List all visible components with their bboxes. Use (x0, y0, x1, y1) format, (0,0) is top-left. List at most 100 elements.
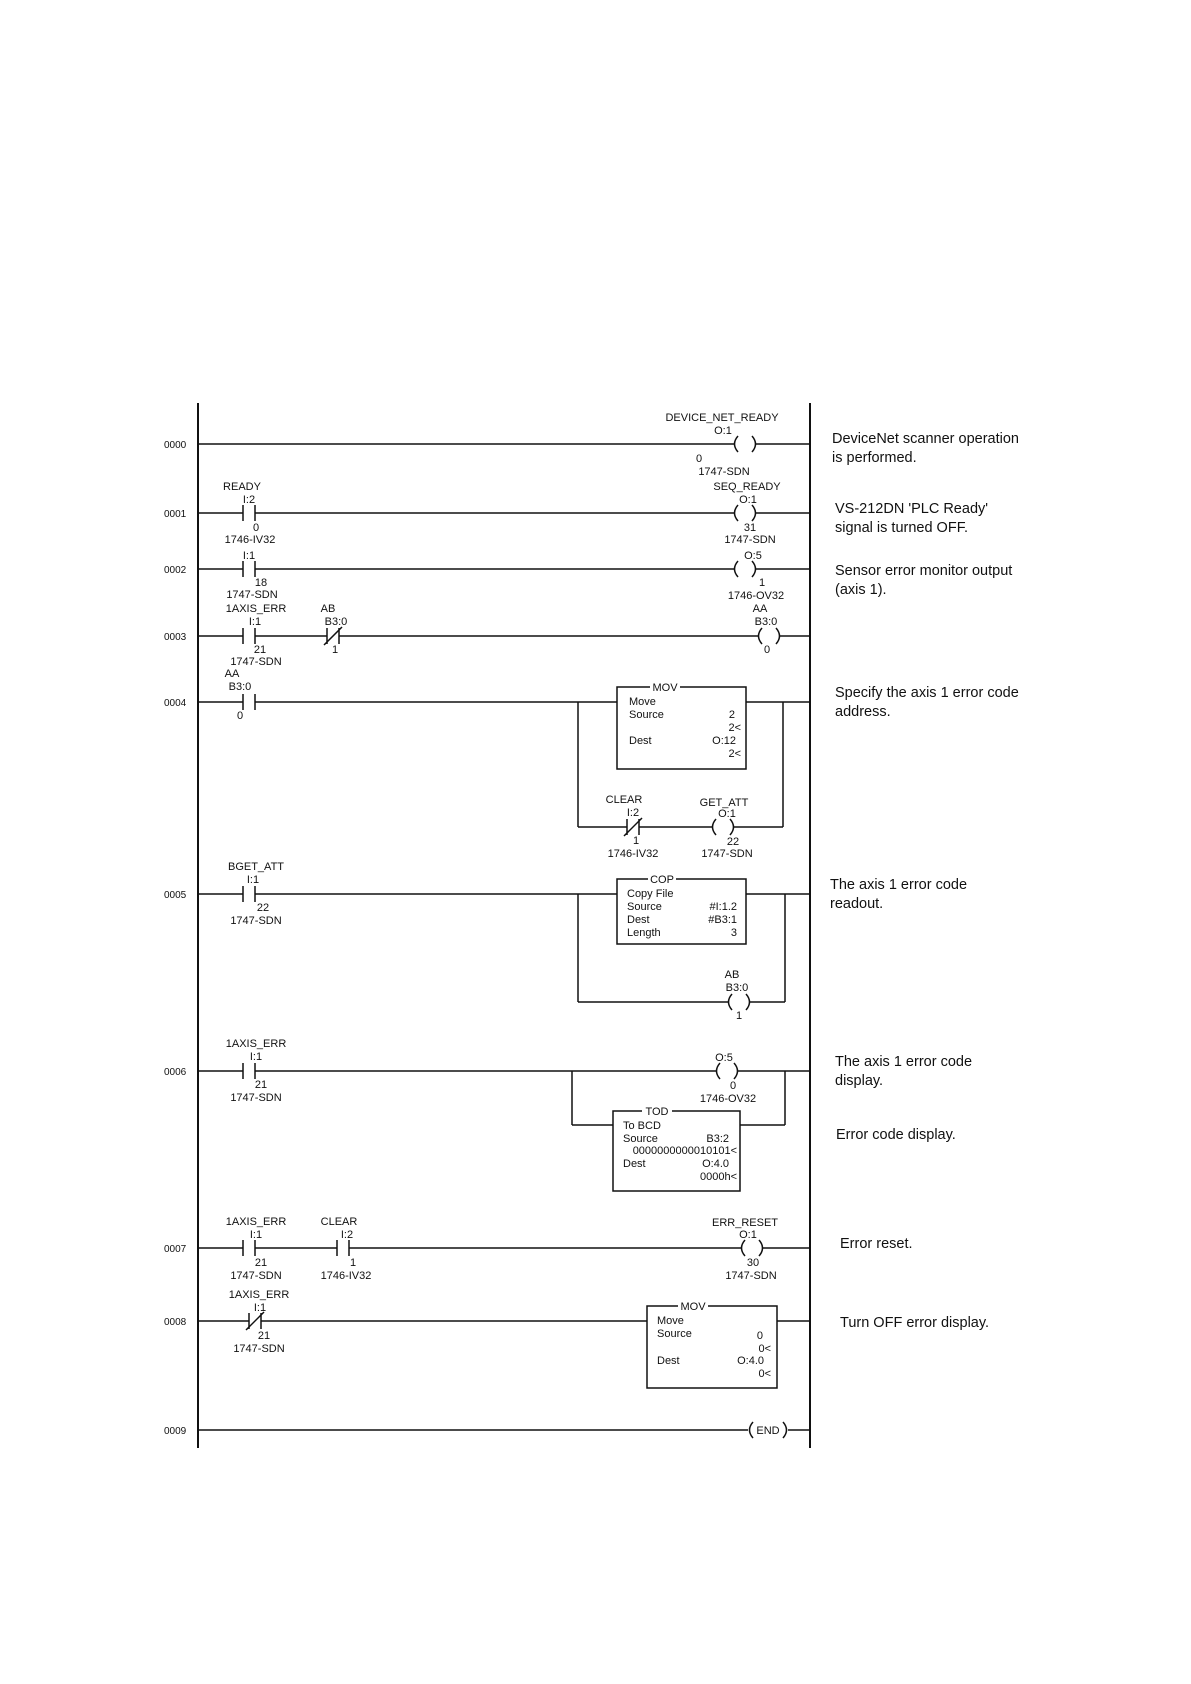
svg-text:B3:0: B3:0 (726, 982, 749, 994)
coil-aa: AA B3:0 0 (753, 603, 781, 656)
rung-comment: Turn OFF error display. (840, 1315, 989, 1331)
tod-instruction: TOD To BCD Source B3:2 0000000000010101<… (612, 1106, 741, 1192)
coil-o5-1: O:5 1 1746-OV32 (728, 550, 784, 602)
svg-text:0<: 0< (758, 1368, 771, 1380)
contact-1axis-err-nc: 1AXIS_ERR I:1 21 1747-SDN (229, 1289, 290, 1355)
contact-aa: AA B3:0 0 (225, 668, 256, 722)
svg-text:1747-SDN: 1747-SDN (724, 534, 775, 546)
svg-text:1747-SDN: 1747-SDN (698, 466, 749, 478)
rung-0008: 0008 1AXIS_ERR I:1 21 1747-SDN MOV Move … (164, 1289, 989, 1389)
svg-text:Dest: Dest (629, 735, 652, 747)
svg-text:END: END (756, 1425, 779, 1437)
contact-ab-nc: AB B3:0 1 (321, 603, 348, 656)
svg-text:#I:1.2: #I:1.2 (709, 901, 737, 913)
svg-text:GET_ATT: GET_ATT (700, 797, 749, 809)
svg-text:Copy File: Copy File (627, 888, 673, 900)
svg-text:0: 0 (757, 1330, 763, 1342)
svg-text:O:5: O:5 (715, 1052, 733, 1064)
contact-clear: CLEAR I:2 1 1746-IV32 (321, 1216, 372, 1282)
svg-text:MOV: MOV (680, 1301, 706, 1313)
svg-text:1: 1 (736, 1010, 742, 1022)
svg-text:18: 18 (255, 577, 267, 589)
svg-text:Source: Source (623, 1133, 658, 1145)
svg-text:1AXIS_ERR: 1AXIS_ERR (229, 1289, 290, 1301)
coil-err-reset: ERR_RESET O:1 30 1747-SDN (712, 1217, 778, 1282)
svg-text:Move: Move (629, 696, 656, 708)
svg-text:O:4.0: O:4.0 (737, 1355, 764, 1367)
svg-text:Dest: Dest (627, 914, 650, 926)
svg-text:0: 0 (696, 453, 702, 465)
svg-text:O:1: O:1 (714, 425, 732, 437)
svg-text:22: 22 (257, 902, 269, 914)
svg-text:I:1: I:1 (249, 616, 261, 628)
svg-text:BGET_ATT: BGET_ATT (228, 861, 284, 873)
rung-0007: 0007 1AXIS_ERR I:1 21 1747-SDN CLEAR I:2… (164, 1216, 913, 1282)
coil-seq-ready: SEQ_READY O:1 31 1747-SDN (713, 481, 781, 546)
svg-text:O:1: O:1 (718, 808, 736, 820)
svg-text:21: 21 (258, 1330, 270, 1342)
svg-text:0: 0 (730, 1080, 736, 1092)
svg-text:Length: Length (627, 927, 661, 939)
rung-comment: readout. (830, 896, 883, 912)
svg-text:1747-SDN: 1747-SDN (230, 915, 281, 927)
svg-text:21: 21 (255, 1257, 267, 1269)
svg-text:To BCD: To BCD (623, 1120, 661, 1132)
cop-instruction: COP Copy File Source #I:1.2 Dest #B3:1 L… (616, 874, 747, 945)
svg-text:1: 1 (350, 1257, 356, 1269)
svg-text:1: 1 (332, 644, 338, 656)
rung-comment: DeviceNet scanner operation (832, 431, 1019, 447)
svg-text:I:1: I:1 (243, 550, 255, 562)
svg-text:0: 0 (253, 522, 259, 534)
svg-text:O:1: O:1 (739, 494, 757, 506)
svg-text:COP: COP (650, 874, 674, 886)
rung-number: 0003 (164, 632, 187, 643)
svg-text:I:2: I:2 (341, 1229, 353, 1241)
contact-bget-att: BGET_ATT I:1 22 1747-SDN (228, 861, 284, 927)
svg-text:1747-SDN: 1747-SDN (701, 848, 752, 860)
rung-0003: 0003 1AXIS_ERR I:1 21 1747-SDN AB B3:0 1… (164, 603, 810, 668)
rung-number: 0008 (164, 1317, 187, 1328)
svg-text:Move: Move (657, 1315, 684, 1327)
svg-text:I:1: I:1 (250, 1229, 262, 1241)
svg-text:1: 1 (633, 835, 639, 847)
svg-text:1AXIS_ERR: 1AXIS_ERR (226, 1216, 287, 1228)
svg-text:1AXIS_ERR: 1AXIS_ERR (226, 1038, 287, 1050)
coil-device-net-ready: DEVICE_NET_READY O:1 0 1747-SDN (665, 412, 779, 478)
svg-text:O:12: O:12 (712, 735, 736, 747)
svg-text:Dest: Dest (623, 1158, 646, 1170)
svg-text:1747-SDN: 1747-SDN (230, 1092, 281, 1104)
rung-0001: 0001 READY I:2 0 1746-IV32 SEQ_READY O:1… (164, 481, 988, 546)
svg-text:1746-IV32: 1746-IV32 (608, 848, 659, 860)
rung-0002: 0002 I:1 18 1747-SDN O:5 1 1746-OV32 Sen… (164, 550, 1012, 602)
svg-text:READY: READY (223, 481, 262, 493)
rung-number: 0000 (164, 440, 187, 451)
contact-ready: READY I:2 0 1746-IV32 (223, 481, 275, 546)
rung-0004: 0004 AA B3:0 0 MOV Move Source 2 2< Dest… (164, 668, 1019, 860)
svg-text:Source: Source (627, 901, 662, 913)
svg-text:O:4.0: O:4.0 (702, 1158, 729, 1170)
svg-text:0: 0 (237, 710, 243, 722)
rung-number: 0006 (164, 1067, 187, 1078)
svg-text:CLEAR: CLEAR (606, 794, 643, 806)
svg-text:DEVICE_NET_READY: DEVICE_NET_READY (665, 412, 779, 424)
coil-o5-0: O:5 0 1746-OV32 (700, 1052, 756, 1105)
svg-text:AB: AB (321, 603, 336, 615)
svg-text:2: 2 (729, 709, 735, 721)
rung-0006: 0006 1AXIS_ERR I:1 21 1747-SDN O:5 0 174… (164, 1038, 972, 1192)
rung-comment: Specify the axis 1 error code (835, 685, 1019, 701)
svg-text:0: 0 (764, 644, 770, 656)
svg-text:0000h<: 0000h< (700, 1171, 737, 1183)
svg-text:AA: AA (225, 668, 240, 680)
svg-text:I:1: I:1 (250, 1051, 262, 1063)
rung-0005: 0005 BGET_ATT I:1 22 1747-SDN COP Copy F… (164, 861, 967, 1022)
mov-instruction: MOV Move Source 0 0< Dest O:4.0 0< (646, 1301, 778, 1389)
svg-text:B3:0: B3:0 (325, 616, 348, 628)
svg-text:1747-SDN: 1747-SDN (233, 1343, 284, 1355)
rung-comment: is performed. (832, 450, 917, 466)
svg-text:1: 1 (759, 577, 765, 589)
rung-comment: VS-212DN 'PLC Ready' (835, 501, 988, 517)
svg-text:I:1: I:1 (254, 1302, 266, 1314)
svg-text:I:1: I:1 (247, 874, 259, 886)
rung-comment: The axis 1 error code (830, 877, 967, 893)
